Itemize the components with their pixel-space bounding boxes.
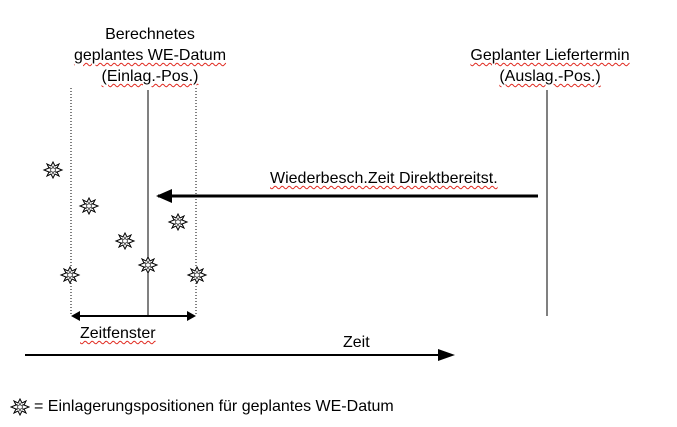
replenishment-time-text: Wiederbesch.Zeit Direktbereitst.: [270, 170, 498, 187]
time-window-label: Zeitfenster: [80, 323, 156, 344]
replenishment-time-label: Wiederbesch.Zeit Direktbereitst.: [270, 168, 498, 189]
starburst-icon: [43, 161, 63, 179]
starburst-icon: [187, 266, 207, 284]
header-line: geplantes WE-Datum: [40, 45, 260, 66]
header-line: Berechnetes: [105, 26, 195, 43]
starburst-icon: [60, 266, 80, 284]
time-window-arrow-right: [187, 311, 196, 321]
time-axis-arrowhead: [438, 349, 455, 361]
header-text: (Auslag.-Pos.): [499, 68, 601, 85]
starburst-icon: [10, 397, 30, 417]
header-line: Geplanter Liefertermin: [440, 45, 660, 66]
starburst-icon: [138, 256, 158, 274]
replenishment-arrowhead: [156, 189, 172, 203]
time-window-arrow-left: [71, 311, 80, 321]
calculated-we-date-header: Berechnetes geplantes WE-Datum (Einlag.-…: [40, 24, 260, 87]
header-line: (Auslag.-Pos.): [440, 66, 660, 87]
legend: = Einlagerungspositionen für geplantes W…: [10, 397, 394, 417]
time-window-text: Zeitfenster: [80, 325, 156, 342]
planned-delivery-header: Geplanter Liefertermin (Auslag.-Pos.): [440, 45, 660, 87]
starburst-icon: [79, 197, 99, 215]
starburst-icon: [168, 213, 188, 231]
legend-text: = Einlagerungspositionen für geplantes W…: [34, 398, 394, 415]
header-line: (Einlag.-Pos.): [40, 66, 260, 87]
header-text: geplantes WE-Datum: [73, 47, 227, 64]
time-axis-label: Zeit: [343, 334, 370, 351]
header-text: (Einlag.-Pos.): [101, 68, 199, 85]
starburst-icon: [115, 232, 135, 250]
header-text: Geplanter Liefertermin: [470, 47, 630, 64]
